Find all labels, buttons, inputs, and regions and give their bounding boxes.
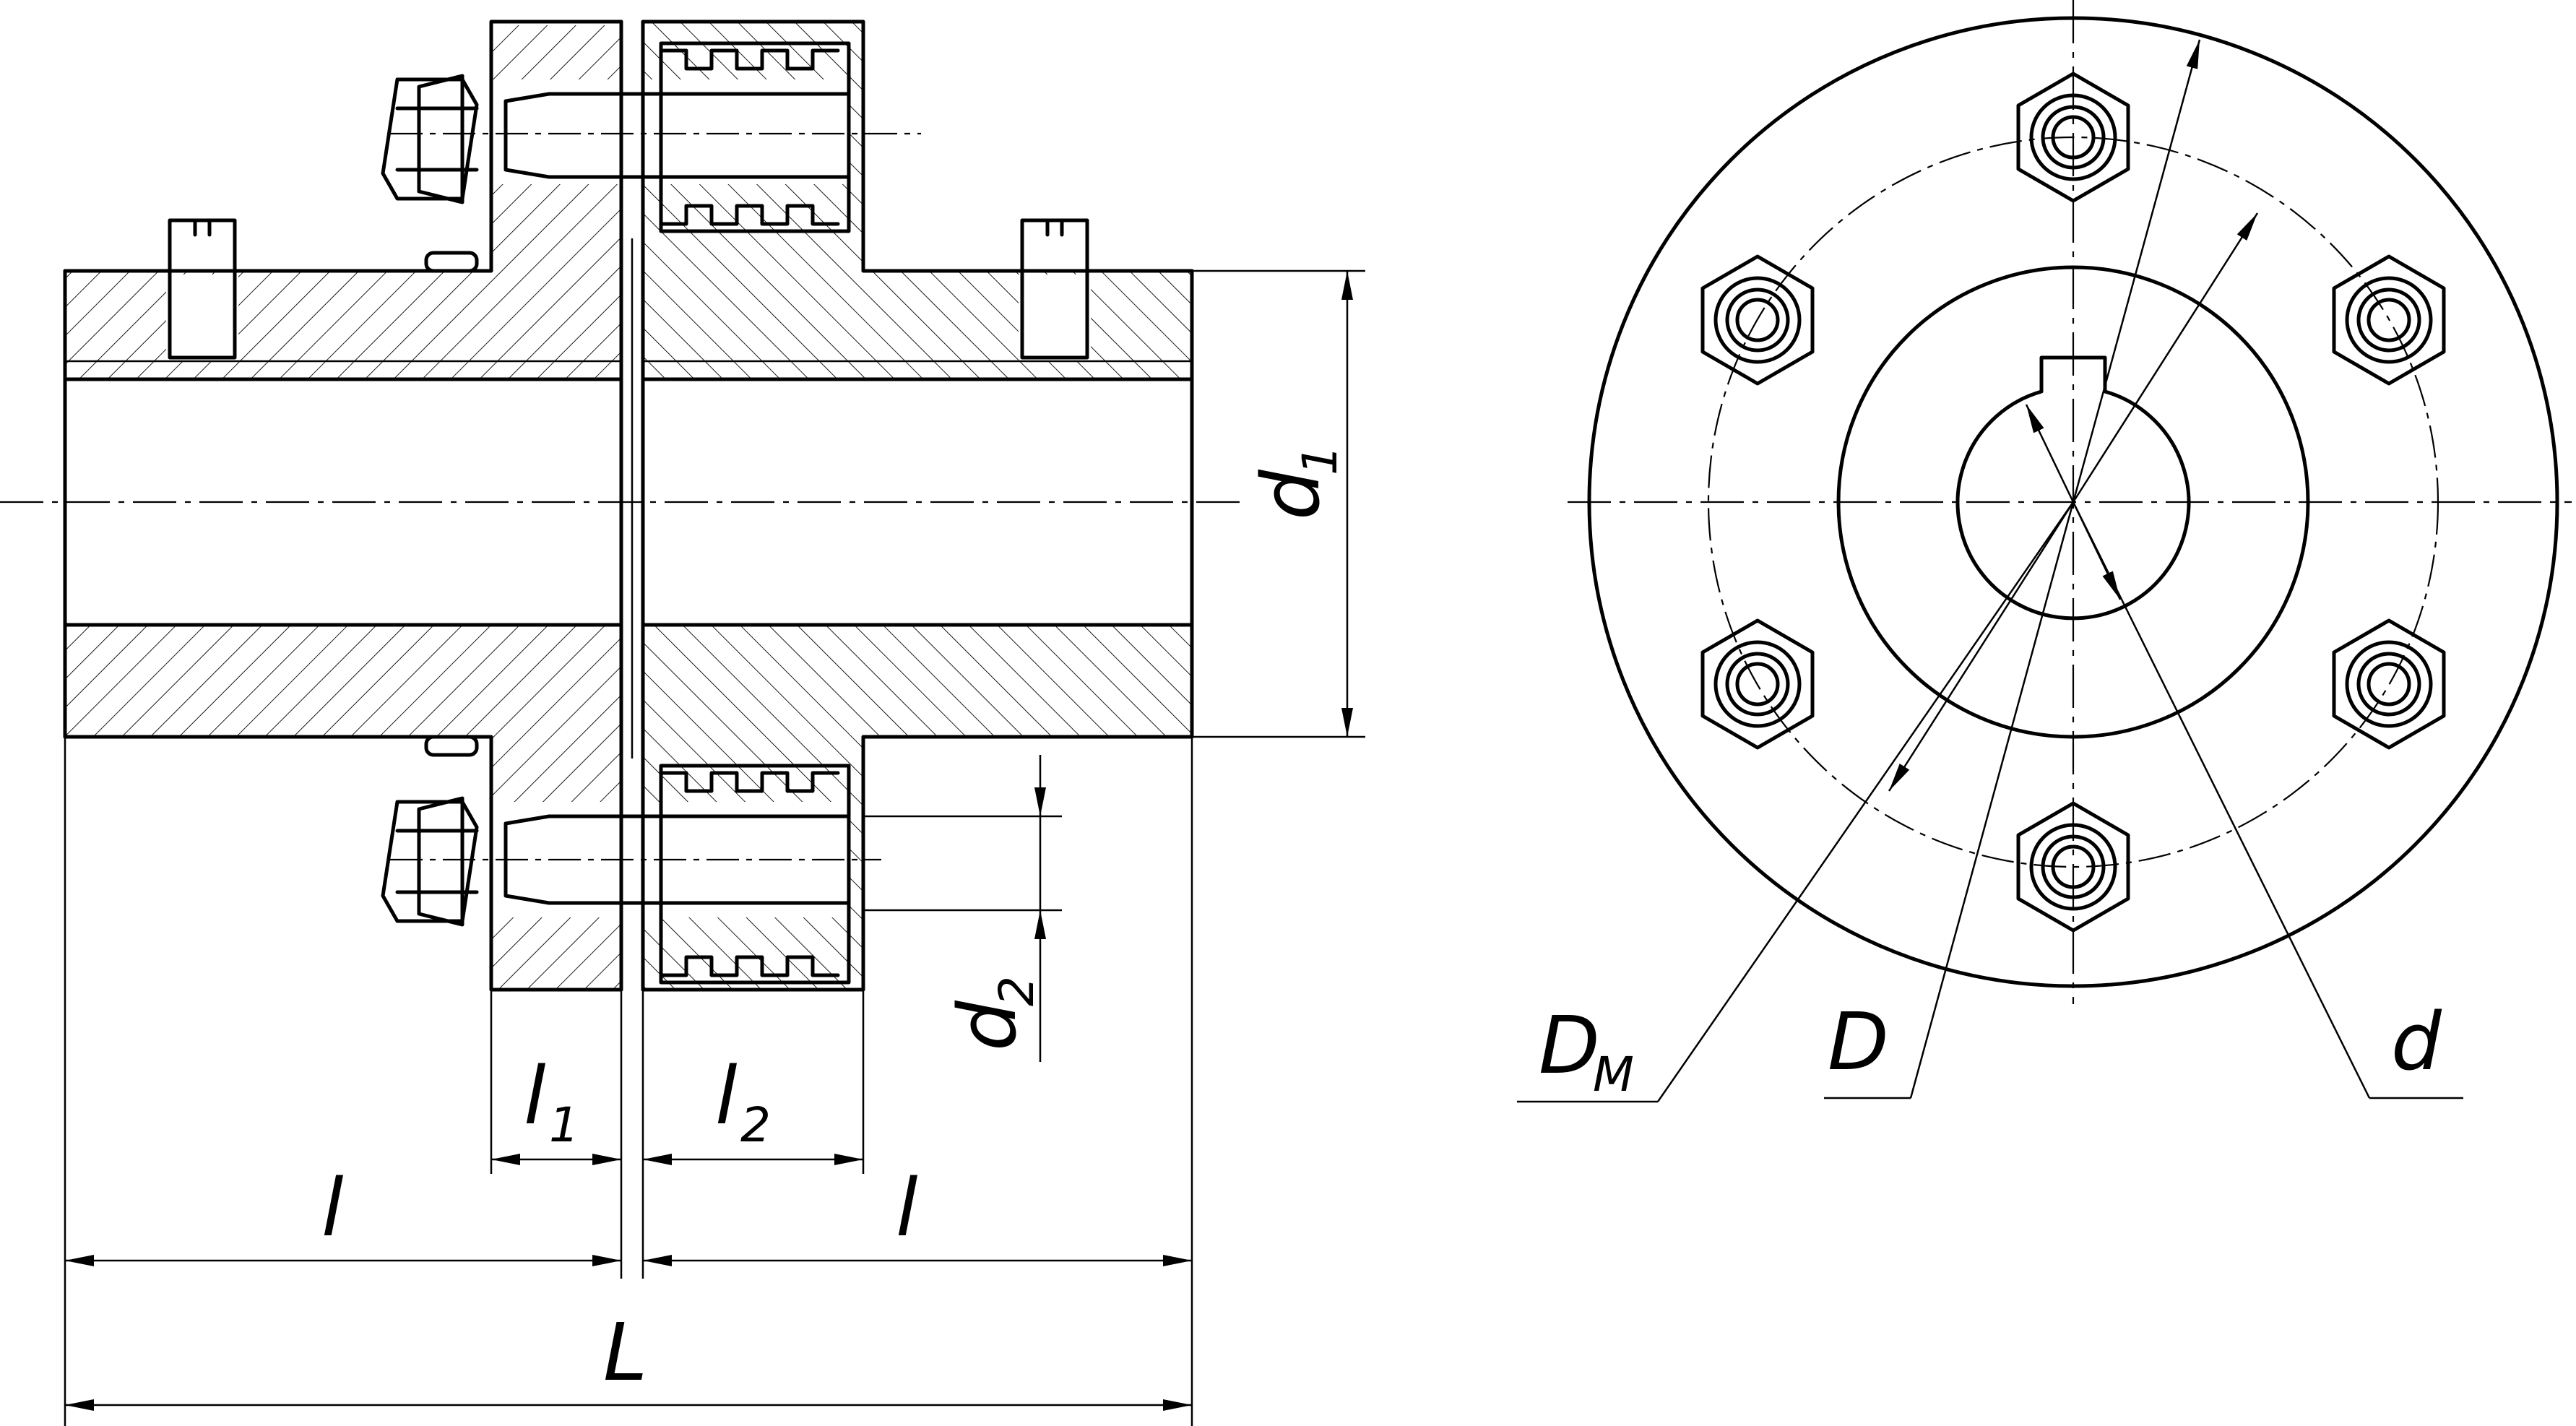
bolt-top bbox=[2016, 72, 2130, 203]
bolt-bottom bbox=[2016, 801, 2130, 933]
section-view: d 1 d 2 l 1 l 2 l l L bbox=[0, 20, 1365, 1426]
left-hub-lower-hatch bbox=[65, 625, 621, 990]
d1-label: d bbox=[1245, 469, 1337, 520]
d2-subscript: 2 bbox=[989, 976, 1045, 1006]
l-right-label: l bbox=[896, 1162, 918, 1254]
set-screw-left bbox=[168, 218, 237, 360]
bolt-lower-right bbox=[2332, 618, 2446, 750]
DM-leader bbox=[2072, 39, 2201, 503]
d1-subscript: 1 bbox=[1292, 445, 1348, 475]
L-label: L bbox=[603, 1306, 647, 1399]
lower-pin bbox=[381, 764, 881, 985]
upper-pin bbox=[381, 41, 921, 233]
set-screw-right bbox=[1020, 218, 1089, 360]
bolt-upper-left bbox=[1700, 254, 1815, 386]
DM-label: D bbox=[1539, 999, 1600, 1092]
D-leader bbox=[2072, 212, 2259, 503]
D-label: D bbox=[1828, 995, 1889, 1088]
d-leader bbox=[2025, 404, 2075, 503]
l2-subscript: 2 bbox=[740, 1097, 771, 1153]
l1-label: l bbox=[524, 1050, 546, 1142]
right-hub-upper-hatch bbox=[643, 22, 1192, 379]
bolt-upper-right bbox=[2332, 254, 2446, 386]
d2-label: d bbox=[941, 1000, 1034, 1051]
bore-with-keyway bbox=[1955, 355, 2191, 621]
bolt-lower-left bbox=[1700, 618, 1815, 750]
left-hub-upper-hatch bbox=[65, 25, 621, 379]
l1-subscript: 1 bbox=[549, 1097, 579, 1153]
end-view: D M D d bbox=[1517, 0, 2572, 1103]
d-label: d bbox=[2391, 995, 2442, 1088]
l-left-label: l bbox=[321, 1162, 344, 1254]
DM-subscript: M bbox=[1593, 1047, 1634, 1102]
l2-label: l bbox=[715, 1050, 738, 1142]
